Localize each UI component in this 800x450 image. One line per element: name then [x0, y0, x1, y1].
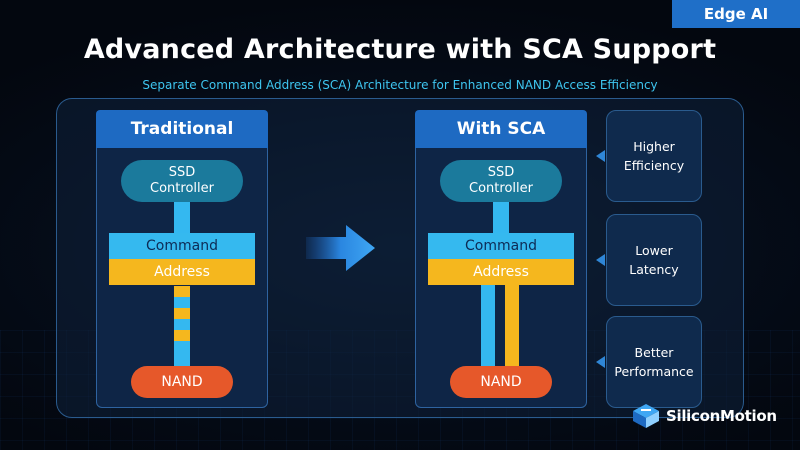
sca-address-block: Address: [428, 259, 574, 285]
controller-label-line1: SSD: [487, 165, 515, 180]
benefit-line2: Efficiency: [623, 158, 685, 173]
controller-label-line1: SSD: [168, 165, 196, 180]
sca-address-bus: [505, 284, 519, 368]
page-subtitle: Separate Command Address (SCA) Architect…: [142, 78, 658, 92]
sca-nand: NAND: [450, 366, 552, 398]
right-arrow-icon: [306, 225, 375, 271]
traditional-nand: NAND: [131, 366, 233, 398]
benefit-line1: Better: [634, 345, 674, 360]
bus-stripe-command: [174, 352, 190, 368]
benefit-line1: Lower: [635, 243, 673, 258]
bus-stripe-address: [174, 286, 190, 297]
benefit-line2: Performance: [614, 364, 694, 379]
sca-command-bus: [481, 284, 495, 368]
benefit-higher-efficiency: Higher Efficiency: [606, 110, 702, 202]
sca-bus-upper: [493, 200, 509, 233]
page-title: Advanced Architecture with SCA Support: [83, 34, 717, 65]
logo-text: SiliconMotion: [666, 407, 777, 425]
sca-ssd-controller: SSD Controller: [440, 160, 562, 202]
traditional-ssd-controller: SSD Controller: [121, 160, 243, 202]
traditional-bus-mixed: [174, 286, 190, 368]
benefit-lower-latency: Lower Latency: [606, 214, 702, 306]
bus-stripe-address: [174, 330, 190, 341]
benefit-line2: Latency: [629, 262, 679, 277]
bus-stripe-command: [174, 297, 190, 308]
siliconmotion-logo-icon: [633, 404, 659, 428]
sca-command-block: Command: [428, 233, 574, 259]
traditional-address-block: Address: [109, 259, 255, 285]
sca-header: With SCA: [415, 110, 587, 148]
edge-ai-tag: Edge AI: [672, 0, 800, 28]
bus-stripe-command: [174, 319, 190, 330]
traditional-header: Traditional: [96, 110, 268, 148]
siliconmotion-logo: SiliconMotion: [632, 403, 777, 429]
controller-label-line2: Controller: [150, 181, 214, 196]
traditional-command-block: Command: [109, 233, 255, 259]
benefit-better-performance: Better Performance: [606, 316, 702, 408]
triangle-pointer-icon: [596, 254, 605, 266]
controller-label-line2: Controller: [469, 181, 533, 196]
bus-stripe-command: [174, 341, 190, 352]
benefit-line1: Higher: [633, 139, 675, 154]
traditional-bus-upper: [174, 200, 190, 233]
triangle-pointer-icon: [596, 356, 605, 368]
bus-stripe-address: [174, 308, 190, 319]
triangle-pointer-icon: [596, 150, 605, 162]
